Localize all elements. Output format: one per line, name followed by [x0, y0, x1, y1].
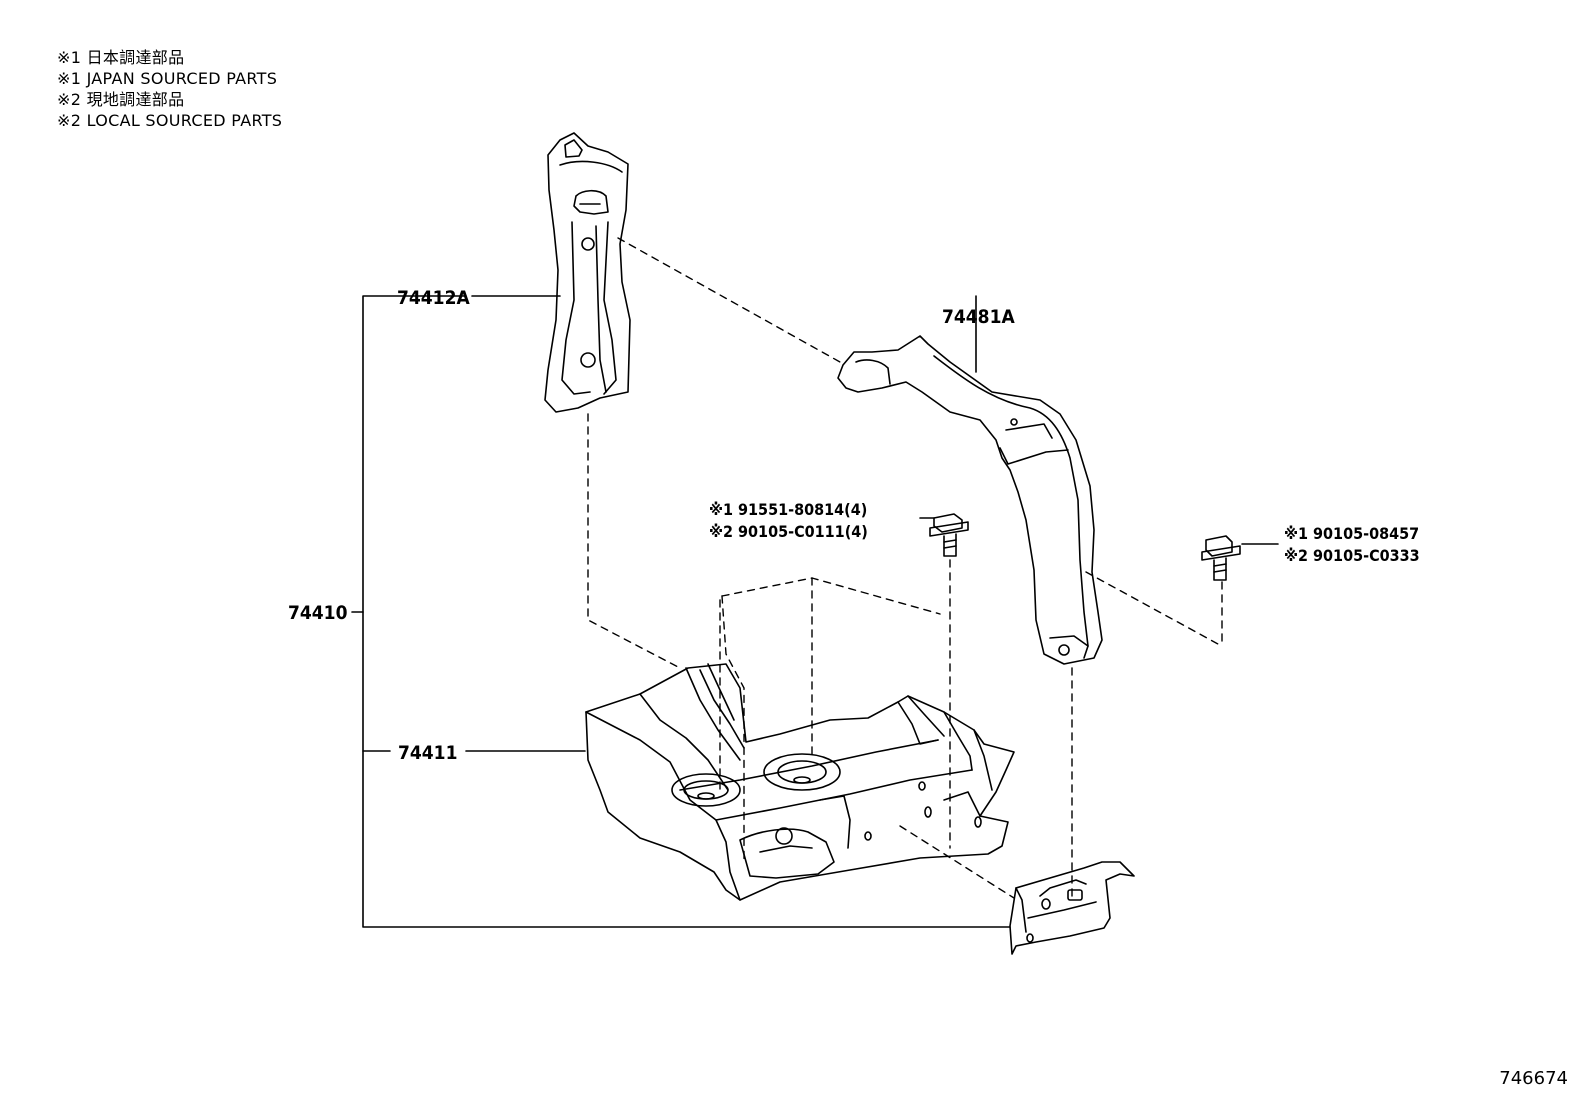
bolt-center-part: [919, 513, 969, 557]
note-local-en: ※2 LOCAL SOURCED PARTS: [57, 111, 283, 130]
bolt-center-label-2: ※2 90105-C0111(4): [709, 522, 868, 541]
bolt-center-label-1: ※1 91551-80814(4): [709, 500, 867, 519]
bottom-bracket-part: [1009, 861, 1135, 955]
clamp-part: [837, 295, 1103, 665]
label-74411: 74411: [398, 742, 457, 764]
source-notes: ※1 日本調達部品 ※1 JAPAN SOURCED PARTS ※2 現地調達…: [57, 47, 282, 131]
label-74481A: 74481A: [942, 306, 1015, 328]
note-japan-en: ※1 JAPAN SOURCED PARTS: [57, 69, 278, 88]
bolt-right-part: [1201, 535, 1279, 581]
bolt-right-label-2: ※2 90105-C0333: [1284, 546, 1420, 565]
assembly-bracket-lines: [351, 295, 1011, 928]
note-local-jp: ※2 現地調達部品: [57, 90, 185, 109]
battery-tray-part: [585, 663, 1015, 901]
upper-bracket-part: [544, 132, 631, 413]
label-74412A: 74412A: [397, 287, 470, 309]
note-japan-jp: ※1 日本調達部品: [57, 48, 185, 67]
label-74410: 74410: [288, 602, 348, 624]
bolt-right-label-1: ※1 90105-08457: [1284, 524, 1419, 543]
diagram-id: 746674: [1499, 1068, 1568, 1089]
assembly-guide-lines: [587, 237, 1223, 901]
